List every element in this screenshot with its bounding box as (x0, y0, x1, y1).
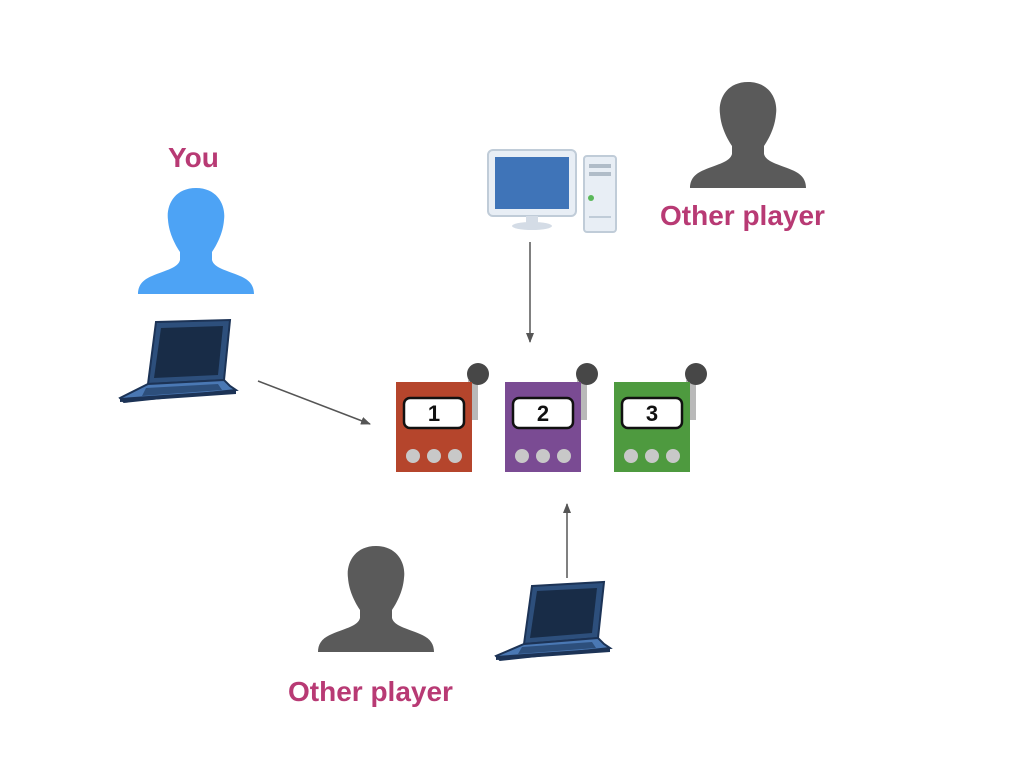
other-player-bottom-label: Other player (288, 676, 453, 707)
other-player-top-person-icon (690, 82, 806, 188)
desktop-computer-icon (487, 149, 617, 233)
slot-machine-2-number: 2 (537, 401, 549, 426)
slot-machine-1: 1 (396, 363, 489, 472)
you-laptop-icon (118, 318, 239, 404)
slot-machine-1-number: 1 (428, 401, 440, 426)
slot-machine-3: 3 (614, 363, 707, 472)
other-player-top-label: Other player (660, 200, 825, 231)
you-label: You (168, 142, 219, 173)
arrow-you-to-machines (257, 380, 371, 425)
other-player-bottom-laptop-icon (494, 580, 613, 662)
other-player-bottom-person-icon (318, 546, 434, 652)
slot-machine-2: 2 (505, 363, 598, 472)
you-person-icon (138, 188, 254, 294)
slot-machine-3-number: 3 (646, 401, 658, 426)
